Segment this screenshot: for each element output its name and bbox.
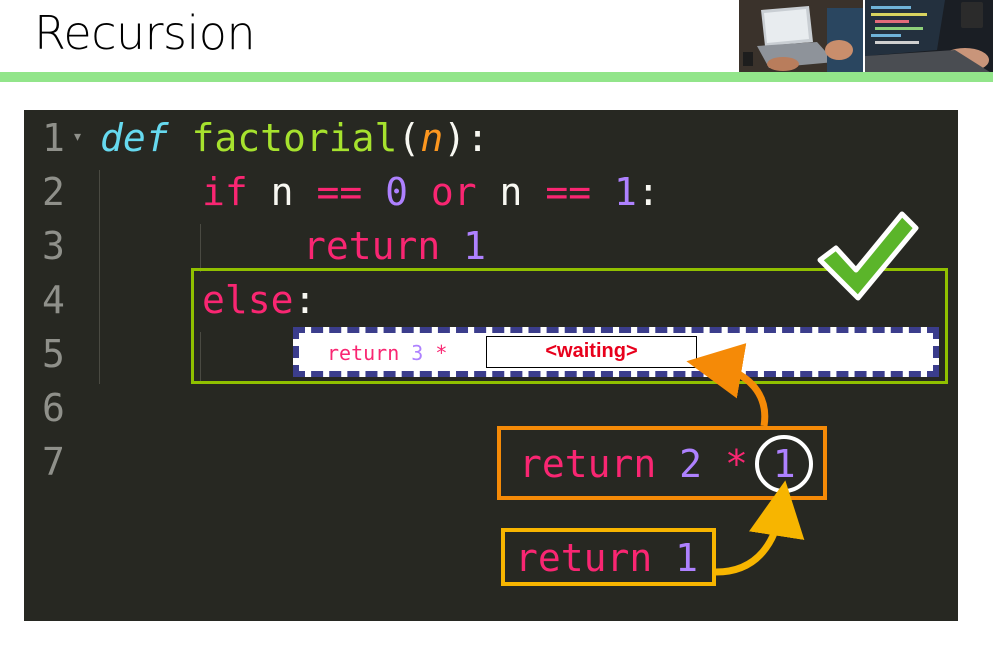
laptop-photo-left-art <box>739 0 863 74</box>
operator-eq: == <box>545 170 592 214</box>
laptop-photo-left <box>739 0 863 74</box>
function-name: factorial <box>191 116 398 160</box>
checkmark-icon <box>817 211 919 301</box>
literal-zero: 0 <box>385 170 408 214</box>
indent-guide <box>99 170 100 384</box>
indent-guide <box>200 224 201 272</box>
call-frame-1 <box>501 528 716 586</box>
code-line-3: return 1 <box>303 224 486 268</box>
line-number: 1 <box>42 116 65 160</box>
line-number: 2 <box>42 170 65 214</box>
literal-one: 1 <box>613 170 637 214</box>
parameter-n: n <box>420 116 444 160</box>
literal-three: 3 <box>411 341 424 365</box>
operator-eq: == <box>316 170 363 214</box>
keyword-if: if <box>202 170 248 214</box>
title-underline <box>0 72 993 82</box>
code-line-5: return 3 * <box>327 341 447 365</box>
line-number: 6 <box>42 386 65 430</box>
operator-multiply: * <box>435 341 448 365</box>
literal-one: 1 <box>675 536 699 580</box>
var-n: n <box>270 170 294 214</box>
keyword-else: else <box>202 278 294 322</box>
line-number: 7 <box>42 440 65 484</box>
call-frame-2 <box>497 426 827 500</box>
else-branch-highlight <box>191 268 948 384</box>
line-number: 5 <box>42 332 65 376</box>
laptop-photo-right-art <box>865 0 993 74</box>
indent-guide <box>200 332 201 384</box>
keyword-return: return <box>519 442 657 486</box>
colon: : <box>293 278 317 322</box>
literal-one: 1 <box>463 224 487 268</box>
waiting-placeholder: <waiting> <box>486 336 697 368</box>
return-arrows <box>686 343 805 576</box>
paren-close: ): <box>443 116 489 160</box>
slide-title: Recursion <box>34 6 256 60</box>
arrow-return-to-frame-2 <box>715 480 805 576</box>
colon: : <box>636 170 660 214</box>
code-editor: 1 2 3 4 5 6 7 ▾ def factorial(n): if n =… <box>24 110 958 621</box>
keyword-return: return <box>327 341 400 365</box>
fold-arrow-icon[interactable]: ▾ <box>74 128 82 144</box>
paren-open: ( <box>397 116 421 160</box>
line-number: 4 <box>42 278 65 322</box>
keyword-or: or <box>430 170 477 214</box>
literal-two: 2 <box>679 442 703 486</box>
call-frame-1-code: return 1 <box>515 536 698 580</box>
arrow-return-to-waiting <box>686 343 769 427</box>
var-n: n <box>499 170 523 214</box>
keyword-def: def <box>100 116 169 160</box>
code-line-1: def factorial(n): <box>100 116 489 160</box>
code-line-2: if n == 0 or n == 1: <box>202 170 660 214</box>
laptop-photo-right <box>865 0 993 74</box>
keyword-return: return <box>303 224 441 268</box>
operator-multiply: * <box>724 442 748 486</box>
code-line-4: else: <box>202 278 316 322</box>
keyword-return: return <box>515 536 653 580</box>
line-number: 3 <box>42 224 65 268</box>
